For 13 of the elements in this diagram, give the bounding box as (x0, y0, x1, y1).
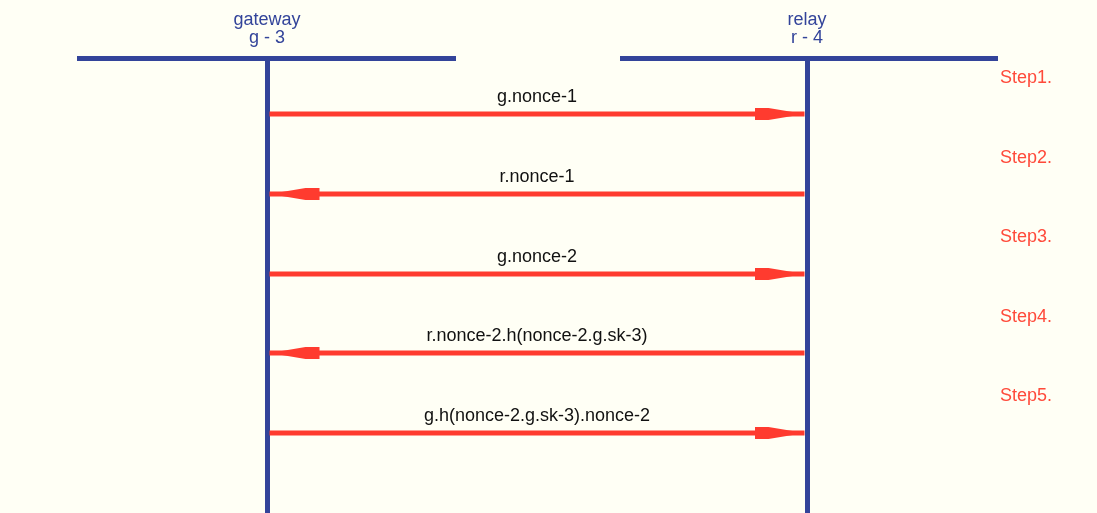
edge-label: g.nonce-2 (494, 246, 580, 266)
step-label: Step3. (1000, 226, 1053, 246)
lifeline-title: relay (786, 10, 828, 28)
edge-label: g.nonce-1 (494, 86, 580, 106)
step-label: Step5. (1000, 385, 1053, 405)
step-label: Step2. (1000, 147, 1053, 167)
lifeline-id: g - 3 (249, 28, 285, 46)
edge-label: r.nonce-2.h(nonce-2.g.sk-3) (424, 325, 650, 345)
edge-label: g.h(nonce-2.g.sk-3).nonce-2 (421, 405, 653, 425)
lifeline-id: r - 4 (791, 28, 823, 46)
step-label: Step4. (1000, 306, 1053, 326)
lifeline-title: gateway (232, 10, 302, 28)
step-label: Step1. (1000, 67, 1053, 87)
